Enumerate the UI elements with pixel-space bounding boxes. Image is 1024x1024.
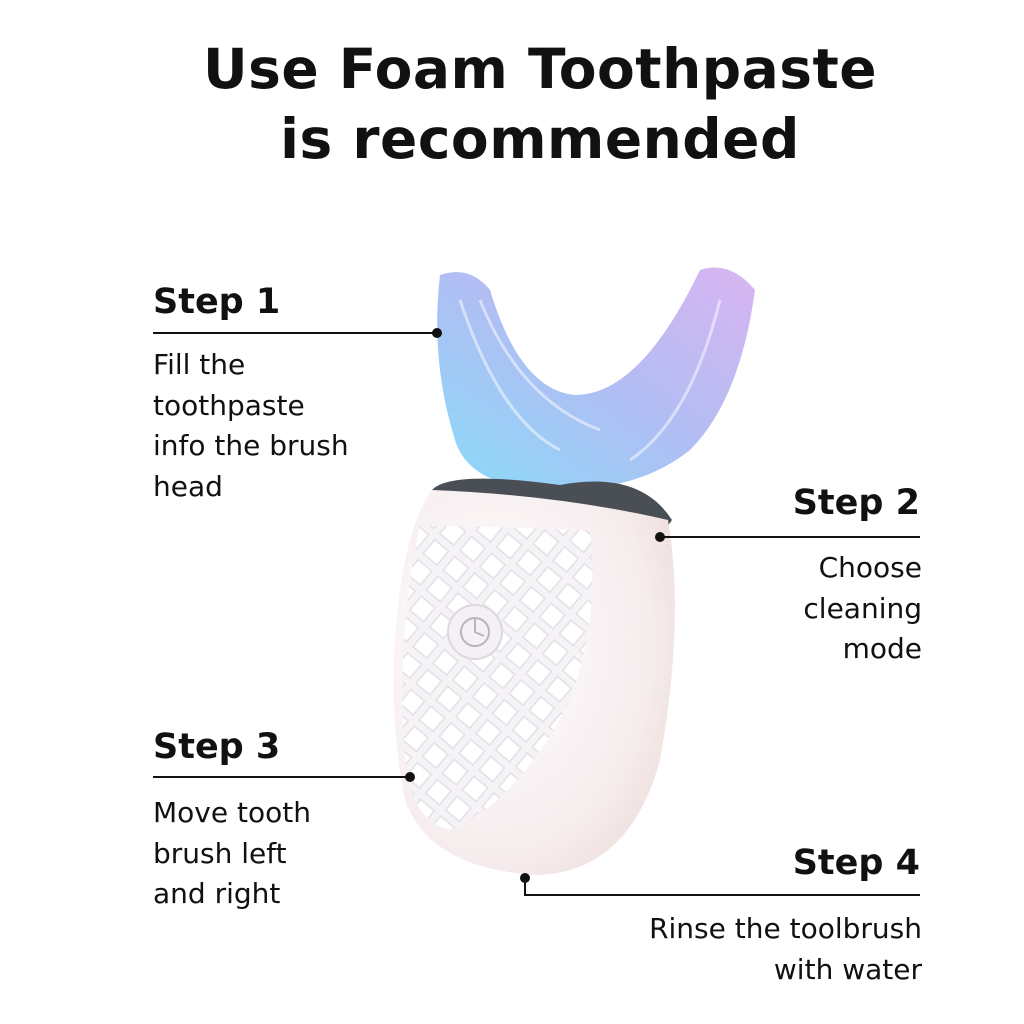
step-1-heading: Step 1 (153, 282, 281, 322)
step-3-text: Move tooth brush left and right (153, 796, 311, 910)
grip-pattern (402, 525, 593, 830)
brush-head (437, 267, 755, 490)
title-line-1: Use Foam Toothpaste (202, 37, 878, 101)
step-2-heading: Step 2 (792, 483, 920, 523)
step-4-text: Rinse the toolbrush with water (649, 912, 922, 986)
step-3-heading: Step 3 (153, 727, 281, 767)
step-4-heading: Step 4 (792, 843, 920, 883)
step-1-text: Fill the toothpaste info the brush head (153, 348, 349, 503)
power-button-icon[interactable] (447, 604, 503, 660)
step-2-text: Choose cleaning mode (803, 551, 922, 665)
page-title: Use Foam Toothpaste is recommended (0, 34, 1024, 174)
callout-lines (153, 328, 920, 896)
title-line-2: is recommended (280, 107, 800, 171)
